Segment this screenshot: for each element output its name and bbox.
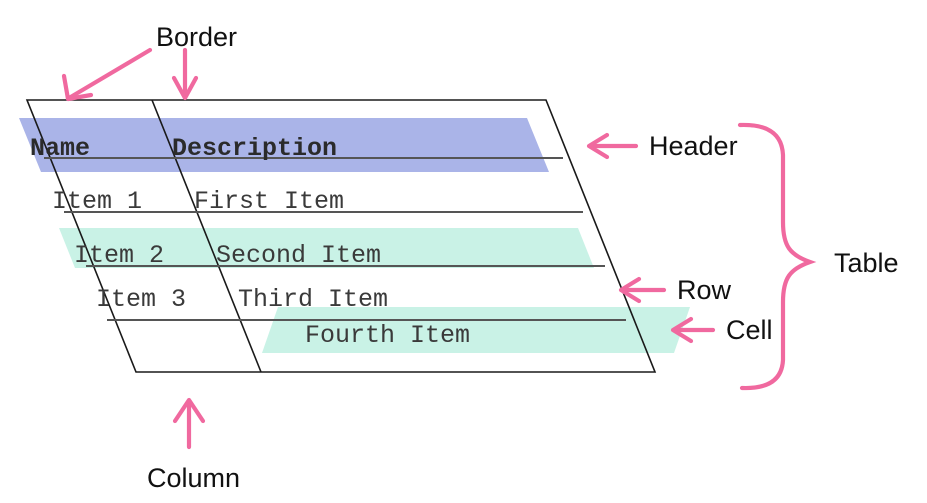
- table-border: [25, 99, 657, 373]
- cell-r3c1: Item 3: [96, 285, 186, 314]
- border-arrow-diagonal-icon: [66, 47, 153, 101]
- annotation-label-cell: Cell: [726, 315, 773, 345]
- column-divider: [151, 99, 262, 373]
- header-cell-description: Description: [172, 134, 337, 163]
- annotation-table: Table: [737, 122, 899, 391]
- annotation-label-table: Table: [834, 248, 899, 278]
- annotation-label-header: Header: [649, 131, 738, 161]
- cell-arrow-head-icon: [670, 316, 694, 344]
- table-brace-icon: [737, 122, 817, 391]
- header-arrow-head-icon: [586, 132, 610, 160]
- cell-r4c2: Fourth Item: [305, 321, 470, 350]
- cell-r1c1: Item 1: [52, 187, 142, 216]
- annotation-column: Column: [147, 397, 240, 493]
- cell-r2c2: Second Item: [216, 241, 381, 270]
- row-highlight-band: [59, 228, 594, 268]
- cell-highlight-band: [262, 307, 690, 353]
- table-content: Name Description Item 1 First Item Item …: [30, 134, 470, 350]
- cell-r1c2: First Item: [194, 187, 344, 216]
- row-separators: [44, 157, 626, 321]
- highlight-bands: [19, 118, 690, 353]
- border-arrow-diagonal-head-icon: [61, 73, 94, 102]
- table-outline: [25, 99, 657, 373]
- annotation-row: Row: [618, 275, 732, 305]
- header-cell-name: Name: [30, 134, 90, 163]
- row-arrow-head-icon: [618, 276, 642, 304]
- annotation-label-row: Row: [677, 275, 732, 305]
- cell-r2c1: Item 2: [74, 241, 164, 270]
- column-arrow-head-icon: [172, 397, 206, 424]
- annotation-label-column: Column: [147, 463, 240, 493]
- annotation-header: Header: [586, 131, 738, 161]
- annotation-border: Border: [61, 22, 237, 102]
- border-arrow-down-head-icon: [171, 75, 199, 101]
- annotation-label-border: Border: [156, 22, 237, 52]
- annotation-cell: Cell: [670, 315, 773, 345]
- cell-r3c2: Third Item: [238, 285, 388, 314]
